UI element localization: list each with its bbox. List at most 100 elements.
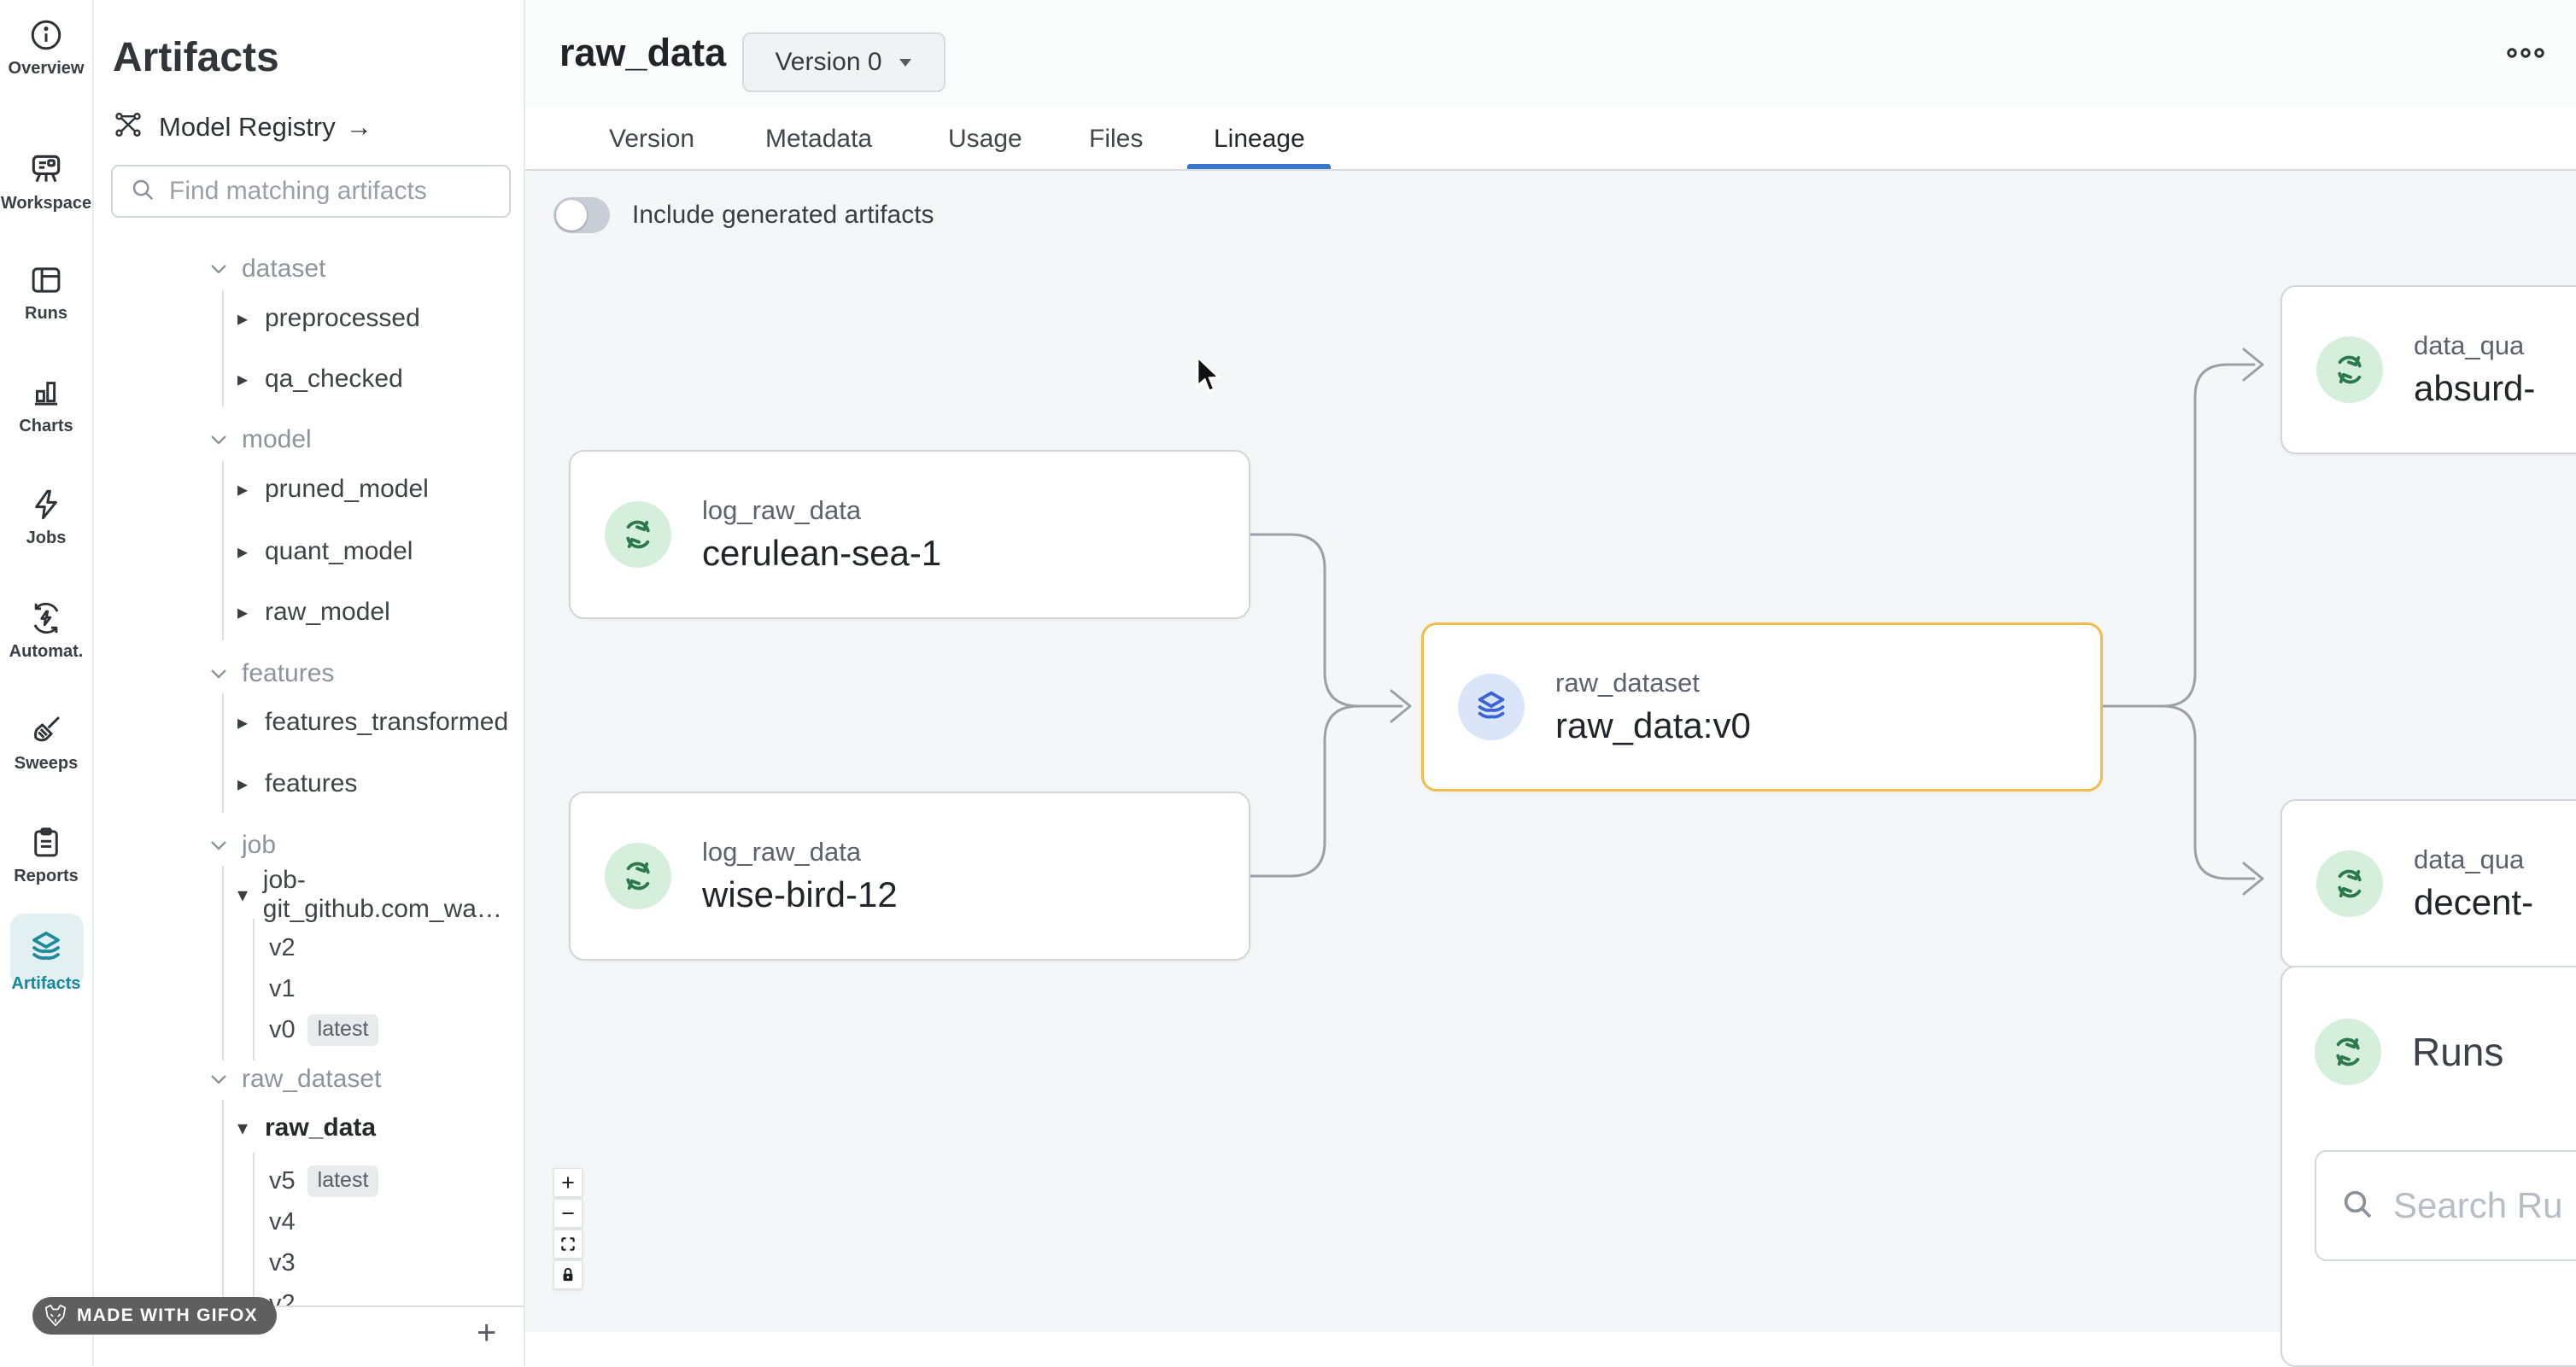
chevron-down-icon (210, 264, 227, 274)
latest-badge: latest (307, 1165, 379, 1197)
lineage-graph[interactable]: Include generated artifacts log_raw_data… (525, 171, 2576, 1332)
lineage-node-run-cerulean-sea-1[interactable]: log_raw_data cerulean-sea-1 (569, 450, 1250, 619)
tree-item[interactable]: ▸features_transformed (94, 708, 525, 737)
zoom-in-button[interactable]: + (553, 1168, 583, 1197)
tab-metadata[interactable]: Metadata (765, 125, 872, 154)
triangle-right-icon: ▸ (237, 307, 265, 331)
tab-files[interactable]: Files (1089, 125, 1143, 154)
tree-section-features[interactable]: features (94, 659, 525, 688)
runs-search-input[interactable] (2393, 1185, 2576, 1226)
tree-version[interactable]: v2 (94, 933, 525, 962)
nav-label: Reports (0, 867, 92, 886)
tree-item[interactable]: ▸features (94, 769, 525, 798)
nav-label: Charts (0, 417, 92, 436)
nav-item-runs[interactable]: Runs (0, 262, 92, 324)
node-type-label: log_raw_data (702, 495, 941, 526)
fit-view-icon (559, 1236, 577, 1253)
zoom-out-button[interactable]: − (553, 1199, 583, 1228)
nav-item-workspace[interactable]: Workspace (0, 150, 92, 213)
nav-item-overview[interactable]: Overview (0, 17, 92, 79)
tree-section-raw-dataset[interactable]: raw_dataset (94, 1065, 525, 1094)
tab-usage[interactable]: Usage (948, 125, 1022, 154)
node-name: decent- (2414, 882, 2533, 923)
tree-item-expanded[interactable]: ▾job-git_github.com_wa… (94, 880, 525, 909)
tab-lineage[interactable]: Lineage (1214, 125, 1305, 154)
jobs-icon (0, 487, 92, 523)
node-type-label: data_qua (2414, 330, 2535, 361)
charts-icon (0, 375, 92, 411)
model-registry-label: Model Registry (159, 112, 336, 143)
nav-label: Sweeps (0, 754, 92, 774)
version-dropdown[interactable]: Version 0 (742, 32, 946, 92)
artifact-search-box[interactable] (111, 165, 511, 218)
runs-search-box[interactable] (2315, 1150, 2576, 1261)
lineage-node-runs-group[interactable]: Runs (2280, 966, 2576, 1367)
node-type-label: raw_dataset (1555, 668, 1751, 698)
tree-section-model[interactable]: model (94, 425, 525, 454)
nav-label: Runs (0, 304, 92, 324)
node-name: cerulean-sea-1 (702, 533, 941, 574)
add-artifact-type-button[interactable]: + (477, 1314, 496, 1352)
reports-icon (0, 825, 92, 861)
lineage-node-run-decent[interactable]: data_quadecent- (2280, 799, 2576, 968)
tree-item[interactable]: ▸raw_model (94, 598, 525, 627)
nav-item-sweeps[interactable]: Sweeps (0, 712, 92, 774)
nav-label: Jobs (0, 529, 92, 548)
tree-version[interactable]: v4 (94, 1207, 525, 1236)
lock-button[interactable] (553, 1260, 583, 1289)
tree-version[interactable]: v0latest (94, 1015, 525, 1044)
sidebar-title: Artifacts (113, 34, 279, 81)
tree-item[interactable]: ▸qa_checked (94, 365, 525, 394)
search-icon (130, 177, 155, 207)
search-icon (2340, 1187, 2374, 1225)
fit-view-button[interactable] (553, 1230, 583, 1259)
nav-label: Automat. (0, 642, 92, 662)
nav-item-jobs[interactable]: Jobs (0, 487, 92, 548)
chevron-down-icon (210, 840, 227, 850)
arrow-right-icon: → (346, 112, 372, 143)
more-options-icon (2505, 44, 2546, 61)
tree-item[interactable]: ▸pruned_model (94, 475, 525, 504)
triangle-down-icon: ▾ (237, 1116, 265, 1141)
tree-version[interactable]: v3 (94, 1248, 525, 1277)
nav-item-charts[interactable]: Charts (0, 375, 92, 436)
tree-version[interactable]: v1 (94, 974, 525, 1003)
nav-item-automations[interactable]: Automat. (0, 600, 92, 662)
tree-item-selected[interactable]: ▾raw_data (94, 1113, 525, 1142)
sweeps-icon (0, 712, 92, 748)
tab-version[interactable]: Version (609, 125, 694, 154)
artifacts-icon (0, 927, 92, 968)
triangle-down-icon: ▾ (237, 883, 263, 908)
tree-section-job[interactable]: job (94, 831, 525, 860)
tree-section-dataset[interactable]: dataset (94, 254, 525, 283)
tab-bar: Version Metadata Usage Files Lineage (525, 108, 2576, 170)
node-name: absurd- (2414, 368, 2535, 409)
run-refresh-icon (2315, 1019, 2381, 1085)
page-title: raw_data (559, 31, 726, 75)
more-options-button[interactable] (2505, 44, 2546, 64)
artifacts-sidebar: Artifacts Model Registry → dataset ▸prep… (94, 0, 525, 1366)
tree-item[interactable]: ▸preprocessed (94, 304, 525, 333)
nav-item-reports[interactable]: Reports (0, 825, 92, 886)
artifact-layers-icon (1458, 674, 1525, 740)
tree-version[interactable]: v5latest (94, 1166, 525, 1195)
chevron-down-icon (210, 669, 227, 679)
latest-badge: latest (307, 1014, 379, 1046)
runs-group-title: Runs (2412, 1029, 2503, 1075)
nav-label: Overview (0, 59, 92, 79)
nav-item-artifacts[interactable]: Artifacts (0, 927, 92, 994)
nav-label: Artifacts (0, 974, 92, 994)
lineage-node-run-absurd[interactable]: data_qua absurd- (2280, 285, 2576, 454)
triangle-right-icon: ▸ (237, 477, 265, 502)
lineage-node-artifact-raw-data-v0[interactable]: raw_datasetraw_data:v0 (1421, 622, 2103, 792)
tree-item[interactable]: ▸quant_model (94, 537, 525, 566)
workspace-icon (0, 150, 92, 188)
lineage-node-run-wise-bird-12[interactable]: log_raw_datawise-bird-12 (569, 792, 1250, 961)
graph-zoom-controls: + − (553, 1168, 583, 1289)
chevron-down-icon (210, 435, 227, 445)
artifact-detail-panel: raw_data Version 0 Version Metadata Usag… (525, 0, 2576, 1366)
chevron-down-icon (210, 1074, 227, 1084)
artifact-search-input[interactable] (169, 177, 494, 206)
model-registry-link[interactable]: Model Registry → (113, 109, 372, 144)
automations-icon (0, 600, 92, 636)
